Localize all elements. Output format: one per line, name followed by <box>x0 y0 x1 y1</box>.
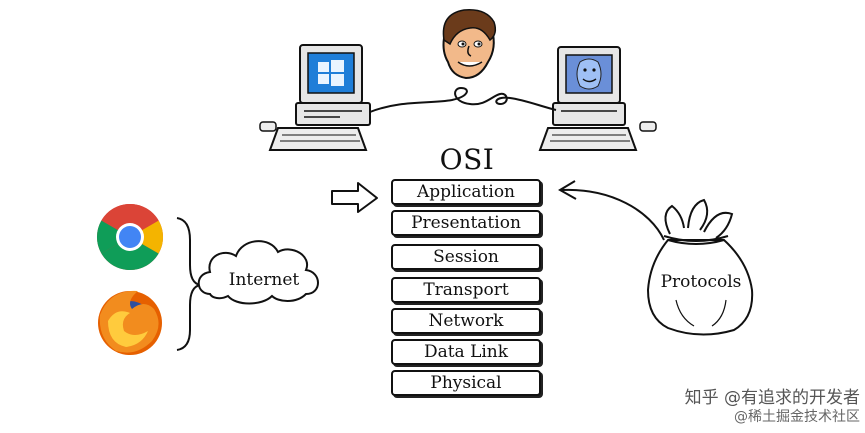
layer-label: Session <box>433 247 499 267</box>
curved-arrow-icon <box>558 180 665 241</box>
cloud-label: Internet <box>228 270 300 290</box>
sack-icon <box>646 198 754 336</box>
windows-computer-icon <box>259 44 371 151</box>
layer-label: Data Link <box>423 342 509 362</box>
layer-label: Transport <box>423 280 509 300</box>
layer-label: Application <box>416 182 516 202</box>
layer-label: Presentation <box>411 213 521 233</box>
bag-label: Protocols <box>660 272 742 292</box>
layer-data-link: Data Link <box>391 339 541 365</box>
layer-network: Network <box>391 308 541 334</box>
chrome-browser-icon <box>96 203 164 271</box>
person-face-icon <box>442 9 497 80</box>
arrow-right-icon <box>331 182 378 213</box>
watermark-line-1: 知乎 @有追求的开发者 <box>684 388 860 408</box>
layer-label: Network <box>428 311 504 331</box>
layer-session: Session <box>391 244 541 270</box>
brace-icon <box>176 217 201 351</box>
cloud-icon <box>197 240 319 305</box>
layer-application: Application <box>391 179 541 205</box>
network-cable <box>369 86 557 113</box>
layer-presentation: Presentation <box>391 210 541 236</box>
layer-transport: Transport <box>391 277 541 303</box>
mac-computer-icon <box>538 46 657 151</box>
layer-physical: Physical <box>391 370 541 396</box>
watermark-line-2: @稀土掘金技术社区 <box>734 409 860 425</box>
layer-label: Physical <box>430 373 502 393</box>
firefox-browser-icon <box>98 290 162 355</box>
